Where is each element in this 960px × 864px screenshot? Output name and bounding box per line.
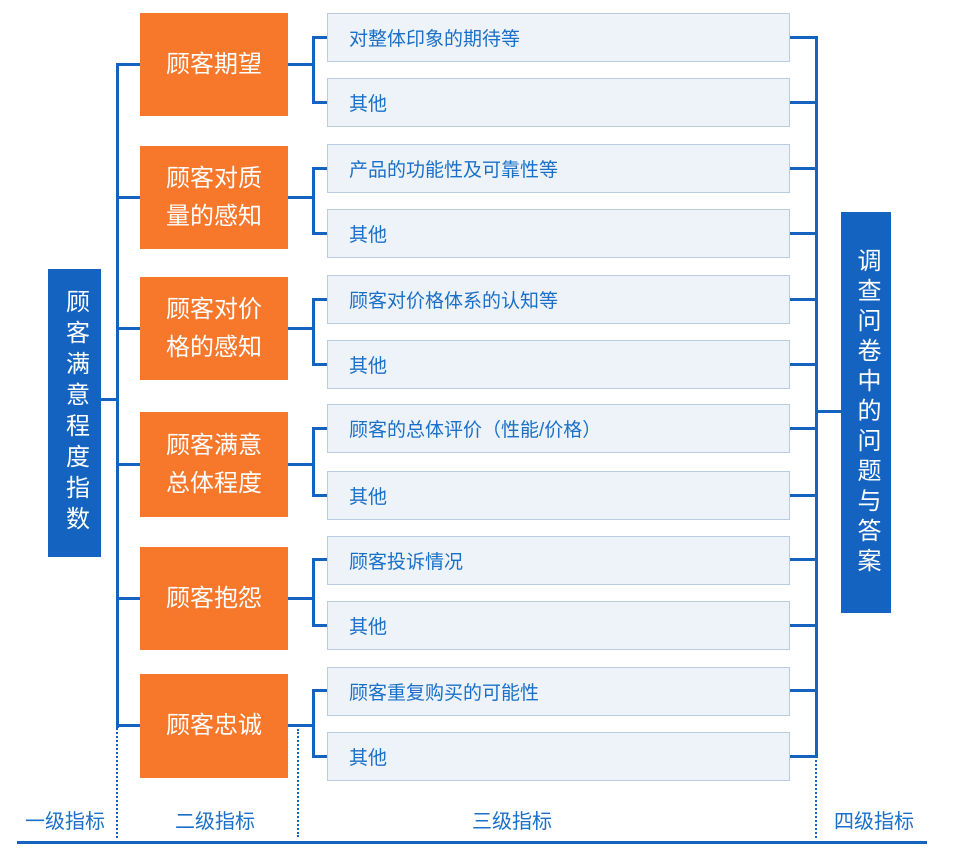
connector-line <box>116 63 140 66</box>
level3-item-label: 对整体印象的期待等 <box>349 29 521 50</box>
connector-line <box>288 463 315 466</box>
connector-line <box>288 327 315 330</box>
connector-line <box>312 101 327 104</box>
connector-line <box>116 724 140 727</box>
level2-label: 顾客满意 总体程度 <box>166 431 262 497</box>
connector-line <box>790 755 815 758</box>
level2-label: 顾客对价 格的感知 <box>166 295 262 361</box>
connector-line <box>312 494 327 497</box>
connector-line <box>312 363 327 366</box>
level3-item-box: 顾客对价格体系的认知等 <box>327 275 790 324</box>
connector-line <box>116 463 140 466</box>
connector-line <box>790 558 815 561</box>
connector-line <box>101 398 117 401</box>
connector-line <box>312 36 327 39</box>
level3-item-box: 顾客投诉情况 <box>327 536 790 585</box>
level2-label: 顾客忠诚 <box>166 712 262 739</box>
connector-line <box>312 232 327 235</box>
connector-line <box>815 410 841 413</box>
level2-label: 顾客期望 <box>166 50 262 78</box>
branch-line <box>312 36 315 104</box>
level3-item-box: 产品的功能性及可靠性等 <box>327 144 790 193</box>
separator-dotted-line <box>116 728 118 838</box>
branch-line <box>312 558 315 627</box>
connector-line <box>790 624 815 627</box>
level3-item-box: 其他 <box>327 601 790 650</box>
separator-dotted-line <box>297 729 299 837</box>
connector-line <box>790 36 815 39</box>
level3-item-label: 其他 <box>349 487 388 508</box>
axis-label-level2: 二级指标 <box>175 811 255 833</box>
level3-item-label: 顾客重复购买的可能性 <box>349 683 540 704</box>
connector-line <box>288 724 315 727</box>
connector-line <box>312 298 327 301</box>
connector-line <box>312 755 327 758</box>
level3-item-label: 其他 <box>349 748 388 769</box>
level3-item-box: 其他 <box>327 732 790 781</box>
level2-box-satisfaction: 顾客满意 总体程度 <box>140 412 288 517</box>
level3-item-box: 对整体印象的期待等 <box>327 13 790 62</box>
level2-box-complaint: 顾客抱怨 <box>140 547 288 650</box>
connector-line <box>288 196 315 199</box>
connector-line <box>790 689 815 692</box>
trunk-line-right <box>815 36 818 758</box>
connector-line <box>312 167 327 170</box>
level3-item-box: 顾客重复购买的可能性 <box>327 667 790 716</box>
connector-line <box>790 232 815 235</box>
connector-line <box>116 597 140 600</box>
level2-box-loyalty: 顾客忠诚 <box>140 674 288 778</box>
separator-dotted-line <box>815 760 817 838</box>
connector-line <box>790 298 815 301</box>
connector-line <box>312 427 327 430</box>
level3-item-box: 其他 <box>327 78 790 127</box>
connector-line <box>288 63 315 66</box>
axis-label-level1: 一级指标 <box>25 811 105 833</box>
level3-item-box: 其他 <box>327 471 790 520</box>
level3-item-label: 其他 <box>349 94 388 115</box>
connector-line <box>312 624 327 627</box>
connector-line <box>116 327 140 330</box>
level2-label: 顾客抱怨 <box>166 584 262 612</box>
level3-item-box: 其他 <box>327 340 790 389</box>
connector-line <box>790 363 815 366</box>
level4-questionnaire-box: 调查问卷中的问题与答案 <box>841 212 891 613</box>
level3-item-label: 顾客投诉情况 <box>349 552 464 573</box>
branch-line <box>312 298 315 366</box>
level4-label: 调查问卷中的问题与答案 <box>853 247 880 578</box>
connector-line <box>312 689 327 692</box>
connector-line <box>116 196 140 199</box>
level2-label: 顾客对质 量的感知 <box>166 164 262 230</box>
level3-item-label: 其他 <box>349 617 388 638</box>
axis-label-level3: 三级指标 <box>472 811 552 833</box>
connector-line <box>790 167 815 170</box>
level3-item-label: 顾客对价格体系的认知等 <box>349 291 559 312</box>
level2-box-expectation: 顾客期望 <box>140 13 288 116</box>
level3-item-label: 产品的功能性及可靠性等 <box>349 160 559 181</box>
level3-item-label: 其他 <box>349 225 388 246</box>
connector-line <box>790 101 815 104</box>
level2-box-price: 顾客对价 格的感知 <box>140 277 288 380</box>
branch-line <box>312 167 315 235</box>
connector-line <box>312 558 327 561</box>
connector-line <box>790 427 815 430</box>
connector-line <box>790 494 815 497</box>
level3-item-box: 其他 <box>327 209 790 258</box>
level3-item-label: 顾客的总体评价（性能/价格） <box>349 420 602 441</box>
axis-label-level4: 四级指标 <box>834 811 914 833</box>
level3-item-box: 顾客的总体评价（性能/价格） <box>327 404 790 453</box>
branch-line <box>312 427 315 497</box>
baseline <box>17 841 927 844</box>
level3-item-label: 其他 <box>349 356 388 377</box>
level2-box-quality: 顾客对质 量的感知 <box>140 146 288 249</box>
connector-line <box>288 597 315 600</box>
level1-index-box: 顾客满意程度指数 <box>48 269 101 557</box>
level1-label: 顾客满意程度指数 <box>61 289 89 537</box>
trunk-line-left <box>116 63 119 728</box>
branch-line <box>312 689 315 758</box>
